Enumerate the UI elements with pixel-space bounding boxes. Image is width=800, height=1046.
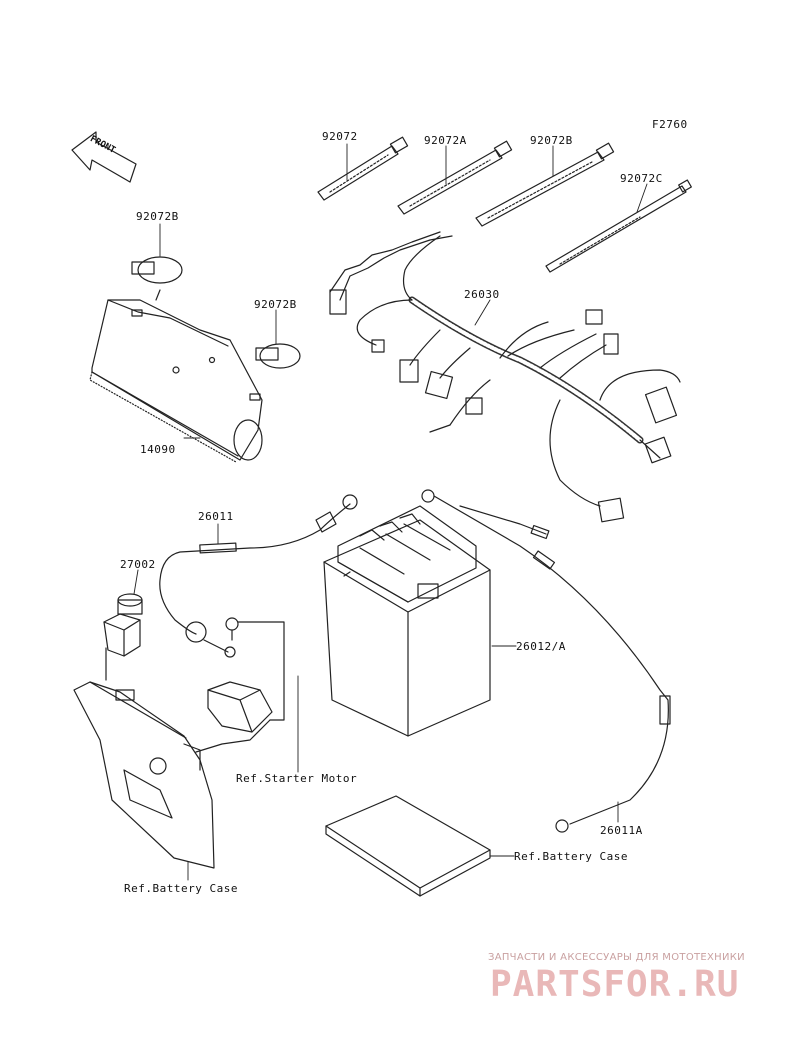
label-27002: 27002: [120, 558, 156, 571]
label-ref-battery-case-left: Ref.Battery Case: [124, 882, 238, 895]
watermark-tagline: ЗАПЧАСТИ И АКСЕССУАРЫ ДЛЯ МОТОТЕХНИКИ: [488, 952, 745, 963]
label-ref-battery-case-right: Ref.Battery Case: [514, 850, 628, 863]
tie-92072b-icon: [475, 142, 615, 227]
label-92072c: 92072C: [620, 172, 663, 185]
cover-14090-icon: [89, 299, 263, 463]
battery-bracket-icon: [73, 647, 215, 869]
figure-code: F2760: [652, 118, 688, 131]
harness-26030-icon: [329, 231, 681, 523]
label-14090: 14090: [140, 443, 176, 456]
label-92072a: 92072A: [424, 134, 467, 147]
clip-left-icon: [131, 256, 183, 301]
cable-26011-icon: [159, 494, 358, 658]
label-ref-starter-motor: Ref.Starter Motor: [236, 772, 358, 785]
label-26012a: 26012/A: [516, 640, 566, 653]
label-92072b-right: 92072B: [254, 298, 297, 311]
label-92072: 92072: [322, 130, 358, 143]
label-26011a: 26011A: [600, 824, 643, 837]
tie-92072c-icon: [545, 179, 692, 273]
battery-pad-icon: [325, 795, 491, 897]
relay-27002-icon: [103, 593, 143, 657]
leader-lines: [133, 143, 648, 881]
label-26030: 26030: [464, 288, 500, 301]
label-92072b-left: 92072B: [136, 210, 179, 223]
cable-26011a-icon: [421, 489, 671, 833]
clip-right-icon: [255, 343, 301, 369]
battery-26012-icon: [323, 505, 491, 737]
label-92072b-top: 92072B: [530, 134, 573, 147]
front-arrow-icon: [71, 131, 137, 183]
tie-92072a-icon: [397, 140, 513, 215]
tie-92072-icon: [317, 136, 409, 201]
starter-solenoid-icon: [195, 617, 285, 753]
watermark-brand: PARTSFOR.RU: [490, 964, 740, 1005]
label-26011: 26011: [198, 510, 234, 523]
